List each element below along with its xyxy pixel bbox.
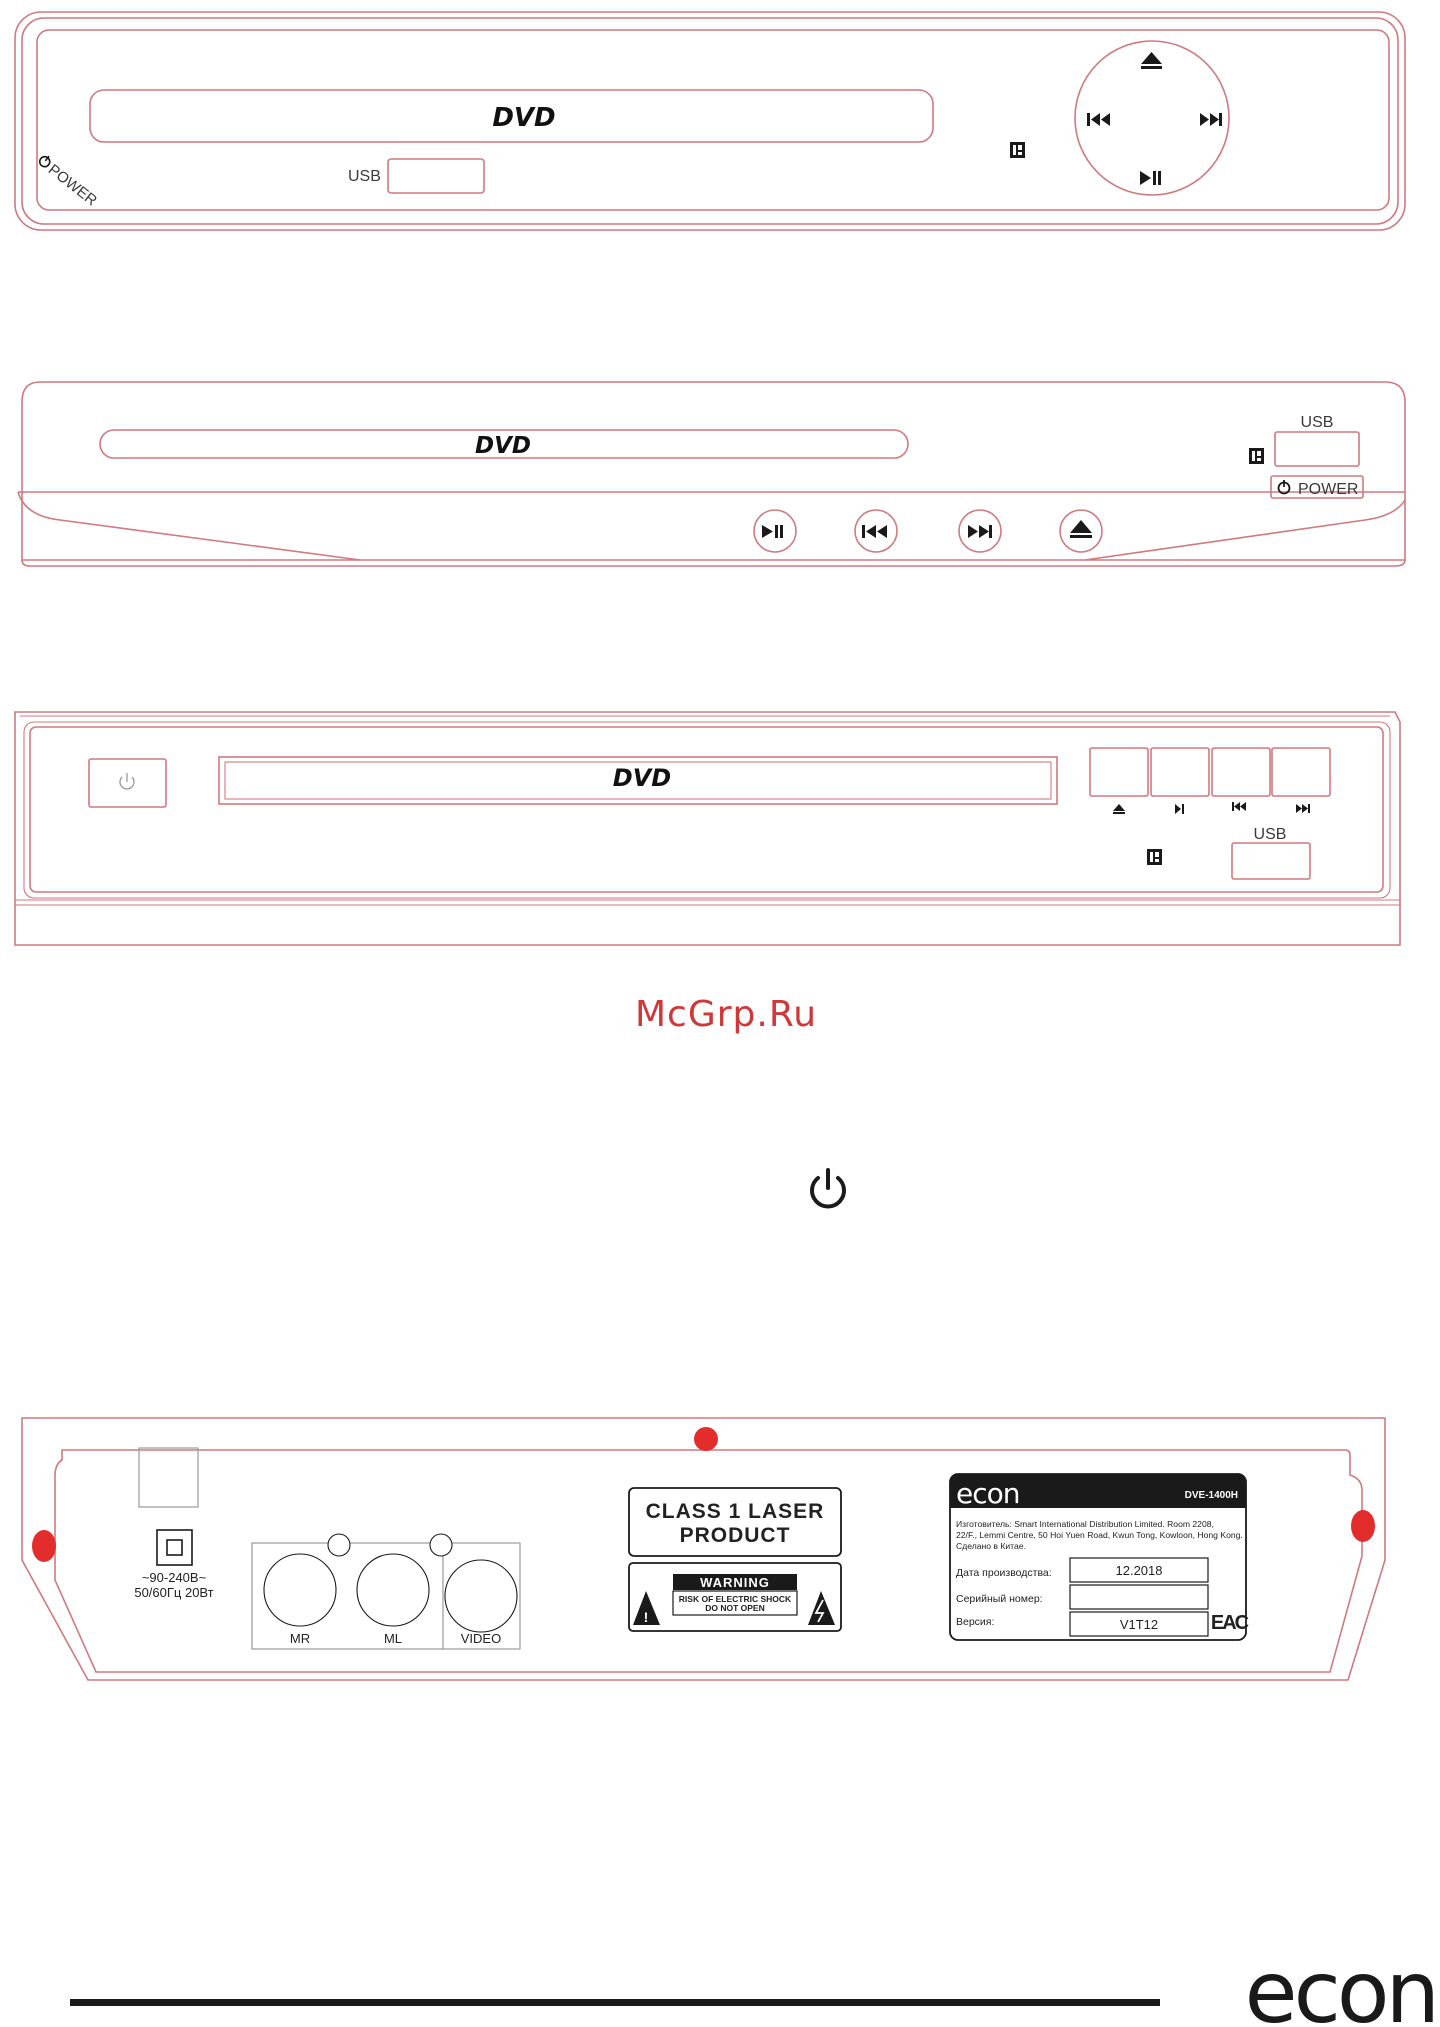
prev-button[interactable] xyxy=(1211,747,1271,797)
next-button[interactable] xyxy=(958,509,1002,553)
footer-brand-logo: econ xyxy=(1245,1943,1436,2027)
screw-left xyxy=(32,1530,56,1562)
player-rear-panel: ~90-240В~ 50/60Гц 20Вт MR ML VIDEO CLASS… xyxy=(21,1417,1386,1681)
label-maker-line2: 22/F., Lemmi Centre, 50 Hoi Yuen Road, K… xyxy=(956,1530,1243,1540)
jack-label-mr: MR xyxy=(290,1631,310,1646)
prev-button[interactable] xyxy=(854,509,898,553)
power-spec-line2: 50/60Гц 20Вт xyxy=(134,1585,213,1600)
power-cord-outlet xyxy=(138,1447,199,1508)
jack-mr[interactable] xyxy=(263,1553,337,1627)
label-serial-label: Серийный номер: xyxy=(956,1593,1043,1605)
label-brand: econ xyxy=(956,1477,1020,1510)
ir-sensor-icon xyxy=(1010,142,1025,158)
watermark: McGrp.Ru xyxy=(635,994,817,1035)
usb-label: USB xyxy=(1254,826,1287,843)
next-button[interactable] xyxy=(1271,747,1331,797)
usb-label: USB xyxy=(348,168,381,185)
power-button[interactable]: POWER xyxy=(1270,475,1364,499)
power-spec-line1: ~90-240В~ xyxy=(142,1570,207,1585)
warning-line1: RISK OF ELECTRIC SHOCK xyxy=(679,1594,792,1604)
next-icon xyxy=(1296,804,1310,813)
label-date-value: 12.2018 xyxy=(1116,1563,1163,1578)
eject-icon[interactable] xyxy=(1141,52,1162,69)
svg-text:!: ! xyxy=(644,1609,649,1625)
label-date-field xyxy=(1069,1557,1209,1583)
eject-button[interactable] xyxy=(1089,747,1149,797)
dvd-logo: DVD xyxy=(492,103,555,133)
play-pause-icon xyxy=(1175,804,1184,814)
label-version-value: V1T12 xyxy=(1120,1617,1158,1632)
laser-line2: PRODUCT xyxy=(680,1524,791,1547)
ir-sensor-icon xyxy=(1249,448,1264,464)
player-front-panel-2: DVD USB POWER xyxy=(17,381,1406,567)
next-icon[interactable] xyxy=(1200,113,1222,126)
label-date-label: Дата производства: xyxy=(956,1567,1052,1579)
player-front-panel-1: DVD USB POWER xyxy=(14,11,1406,231)
label-version-field xyxy=(1069,1611,1209,1637)
ir-sensor-icon xyxy=(1147,849,1162,865)
eject-icon xyxy=(1113,804,1125,814)
dvd-logo: DVD xyxy=(475,433,531,459)
jack-video[interactable] xyxy=(444,1559,518,1633)
screw-top xyxy=(694,1427,718,1451)
warning-title: WARNING xyxy=(700,1575,770,1590)
label-serial-field xyxy=(1069,1584,1209,1610)
av-jack-block xyxy=(251,1542,521,1650)
warning-triangle-icon xyxy=(633,1591,660,1625)
player-front-panel-3: DVD USB xyxy=(14,711,1401,946)
warning-line2: DO NOT OPEN xyxy=(705,1603,765,1613)
label-model: DVE-1400H xyxy=(1185,1490,1238,1501)
laser-class-label xyxy=(628,1487,842,1557)
jack-label-ml: ML xyxy=(384,1631,402,1646)
eject-button[interactable] xyxy=(1059,509,1103,553)
usb-port[interactable] xyxy=(1274,431,1360,467)
dvd-logo: DVD xyxy=(613,764,671,792)
power-button[interactable] xyxy=(88,758,167,808)
power-label: POWER xyxy=(1298,481,1358,498)
play-pause-button[interactable] xyxy=(753,509,797,553)
rating-label: econ DVE-1400H Изготовитель: Smart Inter… xyxy=(949,1473,1251,1641)
play-pause-button[interactable] xyxy=(1150,747,1210,797)
label-maker-line3: Сделано в Китае. xyxy=(956,1541,1026,1551)
play-pause-icon xyxy=(762,525,783,538)
power-label: POWER xyxy=(45,161,100,209)
disc-tray[interactable] xyxy=(218,756,1058,805)
power-button[interactable]: POWER xyxy=(35,153,100,209)
prev-icon xyxy=(1232,802,1246,811)
disc-tray[interactable] xyxy=(89,89,934,143)
label-maker-line1: Изготовитель: Smart International Distri… xyxy=(956,1519,1214,1529)
footer-rule xyxy=(70,1999,1160,2006)
power-icon xyxy=(810,1168,846,1209)
label-version-label: Версия: xyxy=(956,1616,994,1628)
eject-icon xyxy=(1070,520,1092,538)
laser-line1: CLASS 1 LASER xyxy=(646,1500,825,1523)
power-icon xyxy=(38,155,51,168)
next-icon xyxy=(968,525,992,538)
jack-label-video: VIDEO xyxy=(461,1631,501,1646)
prev-icon[interactable] xyxy=(1087,113,1110,126)
shock-triangle-icon xyxy=(808,1591,835,1625)
screw-right xyxy=(1351,1510,1375,1542)
prev-icon xyxy=(862,525,887,538)
usb-label: USB xyxy=(1301,414,1334,431)
eac-mark: EAC xyxy=(1211,1612,1249,1634)
class-2-icon xyxy=(156,1529,193,1566)
usb-port[interactable] xyxy=(387,158,485,194)
play-pause-icon[interactable] xyxy=(1140,171,1161,185)
power-icon xyxy=(119,773,135,790)
usb-port[interactable] xyxy=(1231,842,1311,880)
disc-tray[interactable] xyxy=(99,429,909,459)
navigation-dial[interactable] xyxy=(1074,40,1230,196)
jack-ml[interactable] xyxy=(356,1553,430,1627)
